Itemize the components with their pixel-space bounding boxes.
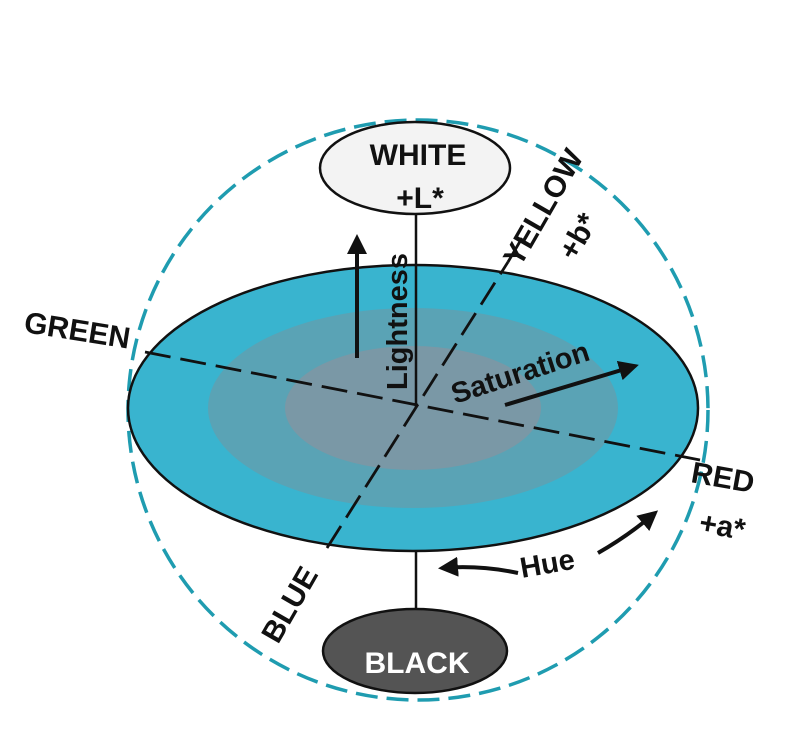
white-cap <box>318 120 512 216</box>
yellow-axis-extension <box>506 237 524 263</box>
green-label: GREEN <box>22 306 133 355</box>
green-red-axis <box>144 350 701 462</box>
white-label: WHITE <box>370 139 467 172</box>
black-cap <box>321 607 509 695</box>
chromatic-disc-inner <box>285 346 541 470</box>
blue-yellow-axis-dashed <box>325 261 510 549</box>
black-label: BLACK <box>365 647 470 680</box>
a-axis-label: +a* <box>697 506 748 547</box>
blue-label: BLUE <box>255 561 324 648</box>
l-axis-label: +L* <box>396 182 444 215</box>
red-label: RED <box>689 456 757 499</box>
b-axis-label: +b* <box>552 208 605 266</box>
hue-arrow-left <box>438 556 519 577</box>
hue-label: Hue <box>518 544 578 585</box>
hue-arrow-right <box>597 510 659 555</box>
lightness-label: Lightness <box>382 253 414 390</box>
saturation-arrow <box>504 361 639 407</box>
